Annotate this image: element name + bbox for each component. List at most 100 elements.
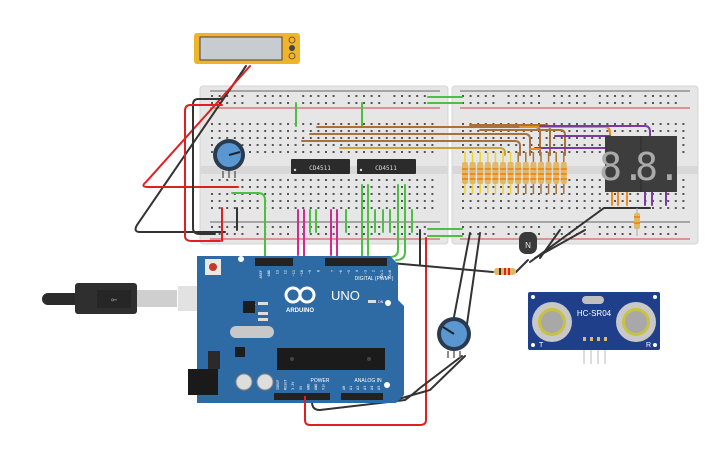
breadboard-hole[interactable] <box>347 186 350 188</box>
breadboard-hole[interactable] <box>500 144 502 146</box>
breadboard-hole[interactable] <box>370 193 373 195</box>
breadboard-hole[interactable] <box>682 179 685 181</box>
breadboard-hole[interactable] <box>363 179 365 181</box>
breadboard-hole[interactable] <box>462 130 464 132</box>
breadboard-hole[interactable] <box>591 179 594 181</box>
breadboard-hole[interactable] <box>347 207 350 209</box>
breadboard-hole[interactable] <box>393 186 396 188</box>
breadboard-hole[interactable] <box>279 193 282 195</box>
breadboard-hole[interactable] <box>332 137 335 139</box>
breadboard-hole[interactable] <box>545 193 548 195</box>
breadboard-hole[interactable] <box>363 233 365 235</box>
breadboard-hole[interactable] <box>416 151 419 153</box>
ic-cd4511-right[interactable]: CD4511 <box>357 159 416 174</box>
breadboard-hole[interactable] <box>553 226 556 228</box>
breadboard-hole[interactable] <box>423 95 426 97</box>
breadboard-hole[interactable] <box>492 144 495 146</box>
breadboard-hole[interactable] <box>583 144 586 146</box>
breadboard-hole[interactable] <box>492 193 495 195</box>
breadboard-hole[interactable] <box>355 200 358 202</box>
breadboard-hole[interactable] <box>287 130 289 132</box>
breadboard-hole[interactable] <box>598 102 601 104</box>
breadboard-hole[interactable] <box>211 95 213 97</box>
breadboard-hole[interactable] <box>317 233 320 235</box>
breadboard-hole[interactable] <box>659 193 662 195</box>
breadboard-hole[interactable] <box>591 193 594 195</box>
breadboard-hole[interactable] <box>332 95 335 97</box>
breadboard-hole[interactable] <box>530 102 533 104</box>
lcd-display[interactable] <box>194 33 300 64</box>
breadboard-hole[interactable] <box>309 130 312 132</box>
breadboard-hole[interactable] <box>606 95 609 97</box>
breadboard-hole[interactable] <box>583 233 586 235</box>
breadboard-hole[interactable] <box>636 200 639 202</box>
breadboard-hole[interactable] <box>629 233 632 235</box>
breadboard-hole[interactable] <box>583 226 586 228</box>
breadboard-hole[interactable] <box>492 137 495 139</box>
breadboard-hole[interactable] <box>256 144 259 146</box>
breadboard-hole[interactable] <box>598 130 601 132</box>
breadboard-hole[interactable] <box>477 193 480 195</box>
breadboard-hole[interactable] <box>408 207 411 209</box>
breadboard-hole[interactable] <box>287 226 289 228</box>
breadboard-hole[interactable] <box>309 151 312 153</box>
breadboard-hole[interactable] <box>271 233 274 235</box>
breadboard-hole[interactable] <box>674 102 677 104</box>
breadboard-hole[interactable] <box>469 144 472 146</box>
breadboard-hole[interactable] <box>401 130 403 132</box>
breadboard-hole[interactable] <box>401 102 403 104</box>
breadboard-hole[interactable] <box>614 123 616 125</box>
breadboard-hole[interactable] <box>545 137 548 139</box>
breadboard-hole[interactable] <box>423 193 426 195</box>
breadboard-hole[interactable] <box>462 186 464 188</box>
breadboard-hole[interactable] <box>530 207 533 209</box>
breadboard-hole[interactable] <box>355 144 358 146</box>
breadboard-hole[interactable] <box>309 95 312 97</box>
breadboard-hole[interactable] <box>347 151 350 153</box>
breadboard-hole[interactable] <box>621 193 624 195</box>
breadboard-hole[interactable] <box>370 179 373 181</box>
breadboard-hole[interactable] <box>256 200 259 202</box>
breadboard-hole[interactable] <box>538 200 540 202</box>
breadboard-hole[interactable] <box>629 226 632 228</box>
breadboard-hole[interactable] <box>477 226 480 228</box>
breadboard-hole[interactable] <box>363 144 365 146</box>
breadboard-hole[interactable] <box>500 200 502 202</box>
breadboard-hole[interactable] <box>423 144 426 146</box>
breadboard-hole[interactable] <box>576 200 578 202</box>
breadboard-hole[interactable] <box>218 130 221 132</box>
breadboard-hole[interactable] <box>218 233 221 235</box>
breadboard-hole[interactable] <box>659 226 662 228</box>
breadboard-hole[interactable] <box>401 137 403 139</box>
breadboard-hole[interactable] <box>431 144 434 146</box>
breadboard-hole[interactable] <box>347 193 350 195</box>
breadboard-hole[interactable] <box>492 95 495 97</box>
breadboard-hole[interactable] <box>385 137 388 139</box>
breadboard-hole[interactable] <box>363 207 365 209</box>
breadboard-hole[interactable] <box>378 130 381 132</box>
breadboard-hole[interactable] <box>659 207 662 209</box>
breadboard-hole[interactable] <box>416 226 419 228</box>
breadboard-hole[interactable] <box>560 200 563 202</box>
breadboard-hole[interactable] <box>667 102 670 104</box>
breadboard-hole[interactable] <box>667 123 670 125</box>
breadboard-hole[interactable] <box>530 186 533 188</box>
breadboard-hole[interactable] <box>484 207 487 209</box>
breadboard-hole[interactable] <box>477 102 480 104</box>
breadboard-hole[interactable] <box>530 200 533 202</box>
breadboard-hole[interactable] <box>431 151 434 153</box>
breadboard-hole[interactable] <box>279 95 282 97</box>
breadboard-hole[interactable] <box>522 144 525 146</box>
breadboard-hole[interactable] <box>591 151 594 153</box>
breadboard-hole[interactable] <box>393 226 396 228</box>
breadboard-hole[interactable] <box>644 130 647 132</box>
breadboard-hole[interactable] <box>469 137 472 139</box>
breadboard-hole[interactable] <box>545 123 548 125</box>
breadboard-hole[interactable] <box>568 144 571 146</box>
breadboard-hole[interactable] <box>507 226 510 228</box>
breadboard-hole[interactable] <box>378 207 381 209</box>
breadboard-hole[interactable] <box>211 123 213 125</box>
breadboard-hole[interactable] <box>545 151 548 153</box>
breadboard-hole[interactable] <box>484 144 487 146</box>
breadboard-hole[interactable] <box>256 137 259 139</box>
